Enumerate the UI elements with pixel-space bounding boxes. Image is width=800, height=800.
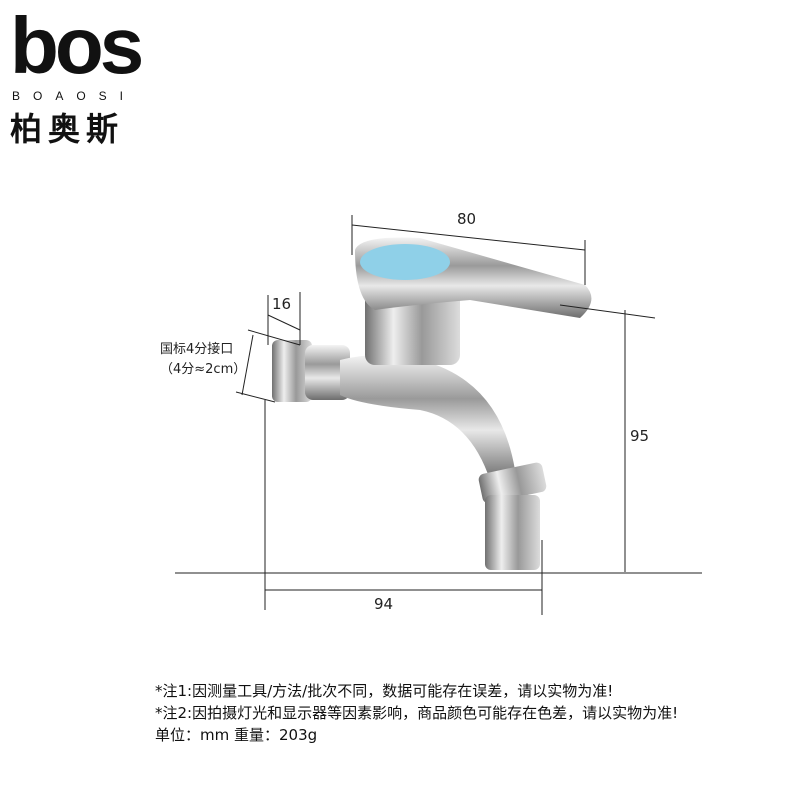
diameter-extension-top [247, 329, 301, 346]
thread-dimension-line [267, 314, 301, 331]
brand-logo: bos BOAOSI 柏奥斯 [10, 1, 144, 150]
diameter-dimension-line [241, 334, 254, 396]
thread-note: 国标4分接口 （4分≈2cm） [160, 340, 246, 380]
dimension-lines [175, 215, 702, 615]
faucet-illustration [272, 237, 592, 570]
dimension-depth: 94 [374, 595, 394, 613]
thread-connector [272, 340, 312, 402]
connector-nut [305, 345, 350, 400]
dimension-height: 95 [630, 427, 650, 445]
thread-note-line2: （4分≈2cm） [160, 362, 247, 377]
note-1: *注1:因测量工具/方法/批次不同，数据可能存在误差，请以实物为准! [155, 682, 614, 700]
thread-note-line1: 国标4分接口 [160, 342, 234, 357]
hose-nozzle [485, 495, 540, 570]
note-2: *注2:因拍摄灯光和显示器等因素影响，商品颜色可能存在色差，请以实物为准! [155, 704, 679, 722]
logo-chinese-name: 柏奥斯 [10, 110, 125, 148]
height-extension-top [559, 304, 656, 319]
spout-collar [478, 462, 547, 504]
disclaimer-notes: *注1:因测量工具/方法/批次不同，数据可能存在误差，请以实物为准! *注2:因… [155, 680, 678, 746]
dimension-handle-length: 80 [457, 210, 477, 228]
logo-subtitle: BOAOSI [12, 89, 137, 103]
blue-indicator-cap [360, 244, 450, 280]
logo-wordmark: bos [10, 1, 144, 90]
handle-dimension-line [351, 224, 586, 251]
dimension-thread-length: 16 [272, 295, 292, 313]
unit-weight: 单位：mm 重量：203g [155, 726, 318, 744]
spout-body [340, 355, 515, 480]
